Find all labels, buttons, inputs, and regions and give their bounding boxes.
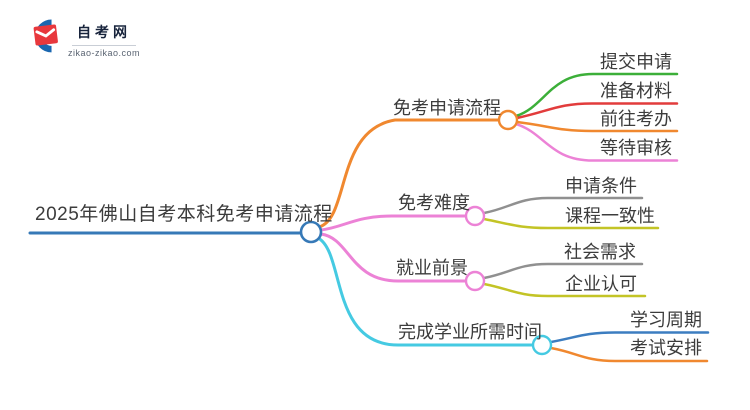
- branch-line-time-to-complete-studies: [316, 236, 535, 347]
- child-label-enterprise-recognition[interactable]: 企业认可: [565, 274, 637, 294]
- child-label-submit-application[interactable]: 提交申请: [600, 52, 672, 72]
- child-label-course-consistency[interactable]: 课程一致性: [565, 206, 655, 226]
- branch-label-exemption-difficulty[interactable]: 免考难度: [398, 193, 470, 213]
- branch-label-employment-prospects[interactable]: 就业前景: [396, 258, 468, 278]
- site-logo[interactable]: 自考网 zikao-zikao.com: [28, 16, 140, 58]
- child-line-prepare-materials: [515, 102, 679, 120]
- site-domain-url: zikao-zikao.com: [68, 48, 141, 58]
- branch-label-exemption-application-process[interactable]: 免考申请流程: [393, 98, 501, 118]
- root-topic-label[interactable]: 2025年佛山自考本科免考申请流程: [35, 204, 333, 225]
- branch-line-exemption-difficulty: [319, 214, 468, 232]
- child-line-exam-schedule: [549, 346, 709, 363]
- logo-divider: [72, 45, 137, 46]
- child-label-social-demand[interactable]: 社会需求: [564, 242, 636, 262]
- branch-line-employment-prospects: [319, 232, 468, 283]
- child-line-social-demand: [482, 262, 644, 280]
- graduation-cap-icon: [33, 19, 58, 53]
- child-line-application-conditions: [482, 196, 644, 215]
- child-label-exam-schedule[interactable]: 考试安排: [630, 338, 702, 358]
- child-label-go-to-exam-office[interactable]: 前往考办: [600, 109, 672, 129]
- child-line-go-to-exam-office: [515, 120, 679, 133]
- node-circle-employment-prospects[interactable]: [464, 270, 486, 292]
- node-circle-root[interactable]: [299, 220, 323, 244]
- child-line-enterprise-recognition: [482, 282, 647, 298]
- child-label-application-conditions[interactable]: 申请条件: [565, 176, 637, 196]
- child-line-wait-for-review: [514, 122, 679, 162]
- child-label-prepare-materials[interactable]: 准备材料: [600, 81, 672, 101]
- site-name: 自考网: [77, 24, 132, 40]
- branch-label-time-to-complete-studies[interactable]: 完成学业所需时间: [398, 322, 542, 342]
- node-circle-exemption-application-process[interactable]: [497, 109, 519, 131]
- branch-line-exemption-application-process: [317, 118, 501, 229]
- node-circle-time-to-complete-studies[interactable]: [531, 334, 553, 356]
- child-label-study-cycle[interactable]: 学习周期: [630, 310, 702, 330]
- child-line-course-consistency: [482, 217, 660, 230]
- child-line-study-cycle: [549, 331, 710, 344]
- child-line-submit-application: [514, 72, 679, 118]
- child-label-wait-for-review[interactable]: 等待审核: [600, 138, 672, 158]
- node-circle-exemption-difficulty[interactable]: [464, 205, 486, 227]
